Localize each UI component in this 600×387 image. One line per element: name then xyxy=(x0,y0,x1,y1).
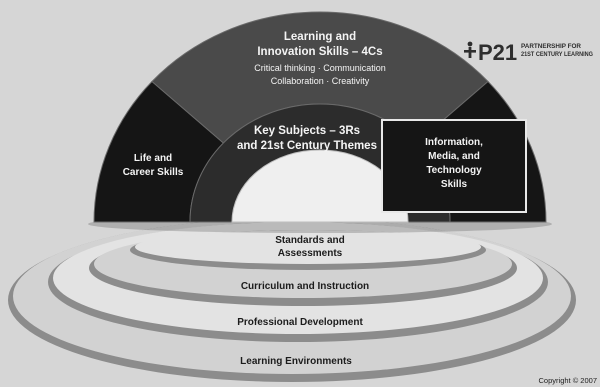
p21-logo-mark: P21 xyxy=(478,40,517,65)
info-media-tech-box xyxy=(381,119,527,213)
key-subjects-line-2: and 21st Century Themes xyxy=(237,140,377,152)
curriculum-instruction-label: Curriculum and Instruction xyxy=(241,281,369,292)
info-media-tech-line-1: Information, xyxy=(425,137,483,148)
learning-environments-label: Learning Environments xyxy=(240,356,352,367)
info-media-tech-line-2: Media, and xyxy=(428,151,480,162)
logo-icon-bar-horizontal xyxy=(464,50,476,53)
life-career-line-2: Career Skills xyxy=(123,167,184,178)
ring-face xyxy=(135,230,481,264)
learning-innovation-title-line-1: Learning and xyxy=(284,31,356,43)
standards-assessments-line-2: Assessments xyxy=(278,248,343,259)
life-career-line-1: Life and xyxy=(134,153,172,164)
logo-icon-dot xyxy=(467,41,473,47)
key-subjects-line-1: Key Subjects – 3Rs xyxy=(254,125,360,137)
learning-innovation-sub-line-2: Collaboration · Creativity xyxy=(271,76,370,86)
ring-standards-assessments xyxy=(130,230,486,270)
p21-logo-line-2: 21ST CENTURY LEARNING xyxy=(521,51,593,58)
learning-innovation-sub-line-1: Critical thinking · Communication xyxy=(254,63,386,73)
info-media-tech-line-4: Skills xyxy=(441,179,468,190)
copyright-notice: Copyright © 2007 xyxy=(539,376,597,385)
support-systems xyxy=(8,218,576,382)
p21-logo: P21 PARTNERSHIP FOR 21ST CENTURY LEARNIN… xyxy=(464,40,593,65)
professional-development-label: Professional Development xyxy=(237,317,363,328)
standards-assessments-line-1: Standards and xyxy=(275,235,344,246)
p21-logo-icon xyxy=(464,41,476,58)
learning-innovation-title-line-2: Innovation Skills – 4Cs xyxy=(257,46,382,58)
info-media-tech-line-3: Technology xyxy=(426,165,482,176)
p21-logo-line-1: PARTNERSHIP FOR xyxy=(521,43,581,50)
